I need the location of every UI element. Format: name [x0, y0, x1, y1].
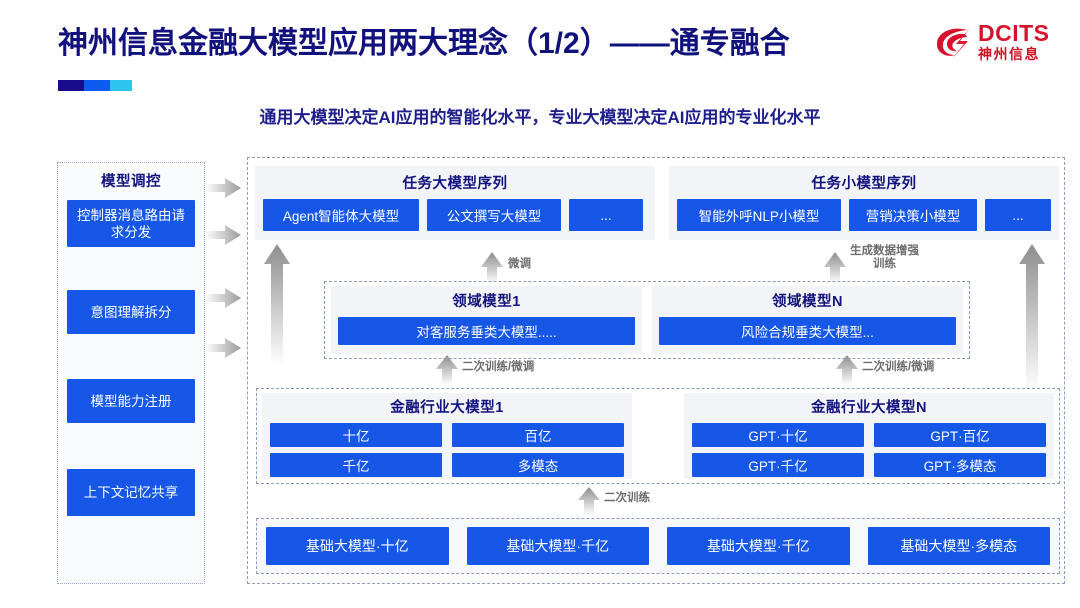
industry-model-n-title: 金融行业大模型N [811, 400, 927, 416]
flow-arrow-up-retrain-base [578, 487, 600, 515]
industry-n-cell-gpt-hundred-billion[interactable]: GPT·千亿 [692, 453, 864, 477]
chip-agent-model[interactable]: Agent智能体大模型 [263, 199, 419, 231]
flow-arrow-up-finetune [481, 252, 503, 284]
chip-more-small[interactable]: ... [985, 199, 1051, 231]
industry-model-1-grid: 十亿 百亿 千亿 多模态 [270, 423, 624, 477]
industry-n-cell-gpt-ten-billion[interactable]: GPT·百亿 [874, 423, 1046, 447]
flow-arrow-up-right-long [1019, 244, 1045, 392]
domain-model-n-panel: 领域模型N 风险合规垂类大模型... [652, 286, 963, 354]
logo-cn-text: 神州信息 [978, 46, 1040, 62]
architecture-frame [247, 157, 1065, 584]
flow-arrow-right-3 [205, 288, 241, 308]
flow-arrow-up-retrain-right [836, 355, 858, 385]
base-model-multimodal[interactable]: 基础大模型·多模态 [867, 527, 1050, 565]
base-model-hundred-billion[interactable]: 基础大模型·千亿 [466, 527, 649, 565]
accent-segment-1 [58, 80, 84, 91]
flow-arrow-right-1 [205, 178, 241, 198]
industry-1-cell-multimodal[interactable]: 多模态 [452, 453, 624, 477]
page-title: 神州信息金融大模型应用两大理念（1/2）——通专融合 [58, 27, 790, 60]
domain-model-n-bar[interactable]: 风险合规垂类大模型... [659, 317, 956, 345]
chip-outbound-nlp-model[interactable]: 智能外呼NLP小模型 [677, 199, 841, 231]
flow-label-retrain-left: 二次训练/微调 [462, 361, 535, 373]
task-small-model-title: 任务小模型序列 [811, 176, 917, 192]
company-logo: DCITS 神州信息 [934, 20, 1066, 70]
domain-model-1-title: 领域模型1 [452, 294, 521, 310]
industry-n-cell-gpt-billion[interactable]: GPT·十亿 [692, 423, 864, 447]
sidebar-item-intent-parsing[interactable]: 意图理解拆分 [67, 290, 195, 334]
domain-model-1-bar[interactable]: 对客服务垂类大模型..... [338, 317, 635, 345]
flow-arrow-up-data-aug [824, 252, 846, 284]
title-accent-bar [58, 80, 132, 91]
base-model-trillion[interactable]: 基础大模型·千亿 [667, 527, 850, 565]
flow-arrow-up-retrain-left [436, 355, 458, 385]
sidebar-item-context-memory[interactable]: 上下文记忆共享 [67, 469, 195, 516]
industry-model-frame: 金融行业大模型1 十亿 百亿 千亿 多模态 金融行业大模型N GPT·十亿 GP… [256, 388, 1060, 484]
domain-model-1-panel: 领域模型1 对客服务垂类大模型..... [331, 286, 642, 354]
accent-segment-2 [84, 80, 110, 91]
task-large-model-chips: Agent智能体大模型 公文撰写大模型 ... [263, 199, 647, 231]
flow-arrow-right-2 [205, 225, 241, 245]
task-small-model-panel: 任务小模型序列 智能外呼NLP小模型 营销决策小模型 ... [669, 166, 1059, 240]
sidebar-title: 模型调控 [101, 174, 161, 190]
flow-label-data-augmentation: 生成数据增强 训练 [850, 245, 919, 270]
accent-segment-3 [110, 80, 132, 91]
logo-en-text: DCITS [978, 20, 1050, 46]
base-model-billion[interactable]: 基础大模型·十亿 [266, 527, 449, 565]
logo-text-block: DCITS 神州信息 [978, 21, 1050, 63]
chip-more-large[interactable]: ... [569, 199, 643, 231]
domain-model-frame: 领域模型1 对客服务垂类大模型..... 领域模型N 风险合规垂类大模型... [324, 281, 970, 359]
page-subtitle: 通用大模型决定AI应用的智能化水平，专业大模型决定AI应用的专业化水平 [259, 108, 821, 127]
sidebar-item-controller-routing[interactable]: 控制器消息路由请求分发 [67, 200, 195, 247]
sidebar-item-capability-registry[interactable]: 模型能力注册 [67, 379, 195, 423]
dcits-swirl-icon [936, 28, 970, 59]
domain-model-n-title: 领域模型N [772, 294, 843, 310]
chip-marketing-decision-model[interactable]: 营销决策小模型 [849, 199, 977, 231]
task-large-model-title: 任务大模型序列 [402, 176, 508, 192]
industry-model-n-panel: 金融行业大模型N GPT·十亿 GPT·百亿 GPT·千亿 GPT·多模态 [684, 393, 1054, 479]
flow-arrow-right-4 [205, 338, 241, 358]
industry-n-cell-gpt-multimodal[interactable]: GPT·多模态 [874, 453, 1046, 477]
task-large-model-panel: 任务大模型序列 Agent智能体大模型 公文撰写大模型 ... [255, 166, 655, 240]
flow-label-retrain-base: 二次训练 [604, 492, 650, 504]
industry-1-cell-billion[interactable]: 十亿 [270, 423, 442, 447]
flow-label-finetune: 微调 [508, 258, 531, 270]
model-control-sidebar: 模型调控 控制器消息路由请求分发 意图理解拆分 模型能力注册 上下文记忆共享 [57, 162, 205, 584]
industry-model-1-title: 金融行业大模型1 [390, 400, 504, 416]
industry-1-cell-hundred-billion[interactable]: 千亿 [270, 453, 442, 477]
flow-arrow-up-left-long [264, 244, 290, 366]
industry-model-1-panel: 金融行业大模型1 十亿 百亿 千亿 多模态 [262, 393, 632, 479]
base-model-frame: 基础大模型·十亿 基础大模型·千亿 基础大模型·千亿 基础大模型·多模态 [256, 518, 1060, 574]
chip-doc-writing-model[interactable]: 公文撰写大模型 [427, 199, 561, 231]
flow-label-retrain-right: 二次训练/微调 [862, 361, 935, 373]
industry-1-cell-ten-billion[interactable]: 百亿 [452, 423, 624, 447]
industry-model-n-grid: GPT·十亿 GPT·百亿 GPT·千亿 GPT·多模态 [692, 423, 1046, 477]
task-small-model-chips: 智能外呼NLP小模型 营销决策小模型 ... [677, 199, 1051, 231]
